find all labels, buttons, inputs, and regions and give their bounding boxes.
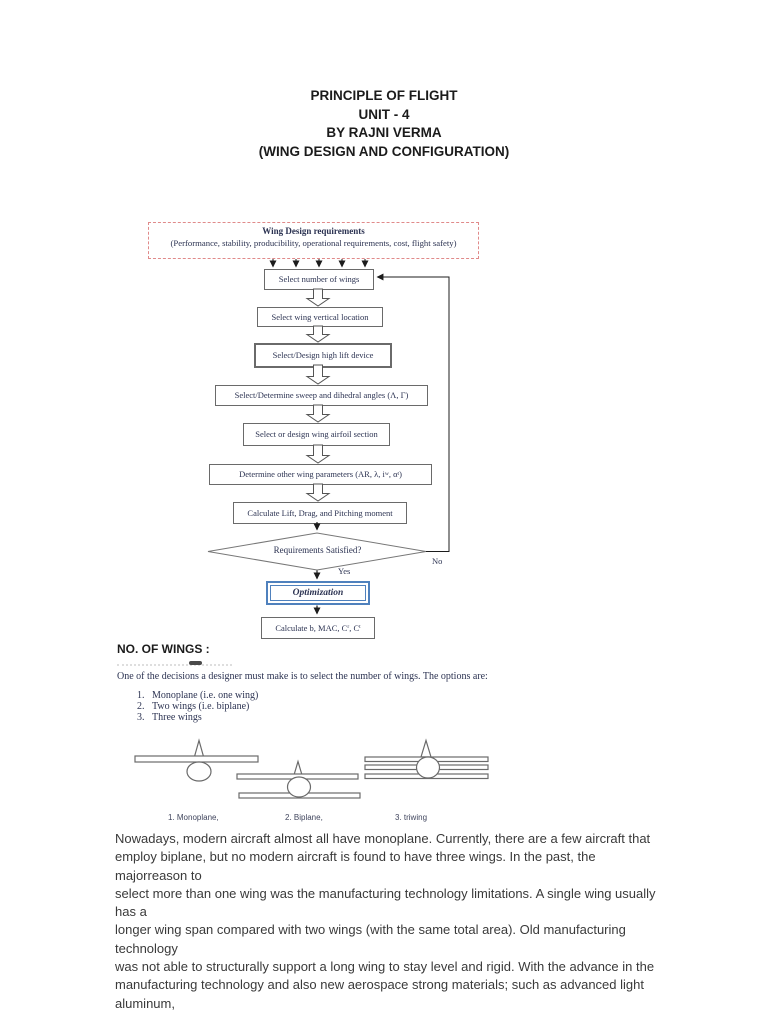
figure-caption-monoplane: 1. Monoplane, [168,813,219,822]
flowchart-step-airfoil-section: Select or design wing airfoil section [243,423,390,446]
step-text-part: Determine other wing parameters (AR, λ, … [239,469,385,480]
branch-label-no: No [432,556,443,566]
monoplane-fin [193,738,205,758]
flowchart-step-other-parameters: Determine other wing parameters (AR, λ, … [209,464,432,485]
monoplane-wing [134,755,259,763]
list-item-number: 2. [137,701,145,712]
step-text-part: ) [399,469,402,480]
paragraph-line: employ biplane, but no modern aircraft i… [115,849,596,883]
flowchart-requirements-box: Wing Design requirements (Performance, s… [148,222,479,259]
title-line-3: BY RAJNI VERMA [326,125,442,140]
figure-caption-biplane: 2. Biplane, [285,813,323,822]
paragraph-line: longer wing span compared with two wings… [115,922,626,956]
paragraph-line: select more than one wing was the manufa… [115,885,656,920]
triwing-wing-1 [364,756,489,763]
triwing-figure [364,738,489,780]
figure-caption-triwing: 3. triwing [395,813,428,822]
triwing-wing-2 [364,764,489,771]
branch-label-yes: Yes [338,566,351,576]
requirements-heading: Wing Design requirements [262,226,365,236]
optimization-label: Optimization [270,585,366,601]
requirements-detail: (Performance, stability, producibility, … [170,238,457,248]
monoplane-fuselage [186,761,212,782]
scan-artifact-faint-line [117,664,232,666]
step-text-part: , α [388,469,398,480]
step-text-part: Calculate b, MAC, C [275,622,348,633]
triwing-wing-3 [364,773,489,780]
flowchart-step-high-lift-device: Select/Design high lift device [254,343,392,368]
list-item-text: Three wings [152,712,202,723]
flowchart-step-lift-drag-moment: Calculate Lift, Drag, and Pitching momen… [233,502,407,524]
title-line-4: (WING DESIGN AND CONFIGURATION) [258,143,510,159]
biplane-bottom-wing [238,792,361,799]
biplane-fuselage [286,776,312,798]
title-line-1: PRINCIPLE OF FLIGHT [310,88,458,103]
list-item-number: 3. [137,712,145,723]
body-paragraph: Nowadays, modern aircraft almost all hav… [115,830,671,1013]
list-item-text: Monoplane (i.e. one wing) [152,690,259,701]
flowchart-decision-label: Requirements Satisfied? [273,545,362,555]
section-intro: One of the decisions a designer must mak… [117,671,488,682]
list-item-text: Two wings (i.e. biplane) [152,701,250,712]
monoplane-figure [134,738,259,782]
flowchart-step-vertical-location: Select wing vertical location [257,307,383,327]
subscript-r: r [347,624,350,631]
biplane-top-wing [236,773,359,780]
scan-artifact-dash [189,661,202,665]
paragraph-line: Nowadays, modern aircraft almost all hav… [115,831,651,846]
list-item-number: 1. [137,690,145,701]
flowchart-step-number-of-wings: Select number of wings [264,269,374,290]
document-title-block: PRINCIPLE OF FLIGHT UNIT - 4 BY RAJNI VE… [0,87,768,161]
flowchart-step-optimization: Optimization [266,581,370,605]
biplane-fin [293,759,303,776]
title-line-2: UNIT - 4 [358,106,410,122]
step-text-part: , C [349,622,360,633]
paragraph-line: manufacturing technology and also new ae… [115,977,644,1011]
flowchart-step-sweep-dihedral: Select/Determine sweep and dihedral angl… [215,385,428,406]
triwing-fin [420,738,432,758]
triwing-fuselage [415,756,441,779]
requirements-down-arrows [269,259,369,268]
section-heading: NO. OF WINGS : [117,642,210,656]
biplane-figure [236,759,361,799]
paragraph-line: was not able to structurally support a l… [115,959,655,975]
subscript-t: t [359,624,361,631]
